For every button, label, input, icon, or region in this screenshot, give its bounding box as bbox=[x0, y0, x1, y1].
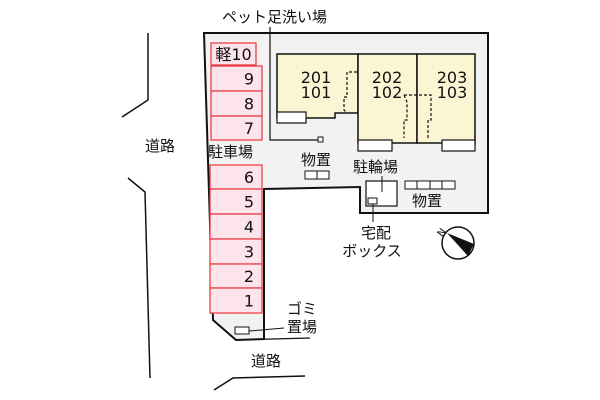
parking-space-number: 7 bbox=[244, 119, 254, 138]
stair-dashed bbox=[403, 94, 408, 138]
garbage-label: ゴミ bbox=[287, 300, 317, 318]
parking-space bbox=[209, 213, 263, 240]
pet-wash-label: ペット足洗い場 bbox=[222, 8, 327, 26]
parking-space-number: 4 bbox=[244, 218, 254, 237]
parking-space bbox=[209, 287, 263, 314]
parking-space-number: 2 bbox=[244, 267, 254, 286]
parking-label: 駐車場 bbox=[208, 143, 253, 161]
balcony bbox=[357, 139, 393, 152]
parking-space bbox=[209, 164, 263, 190]
road-edge-left-lower bbox=[127, 177, 151, 379]
parking-space-number: 6 bbox=[244, 168, 254, 187]
svg-text:101: 101 bbox=[301, 83, 332, 102]
svg-text:103: 103 bbox=[437, 83, 468, 102]
storage-center-label: 物置 bbox=[301, 151, 331, 169]
parking-area: 軽10 9 8 7 6 5 4 3 2 1 bbox=[209, 42, 263, 314]
parking-space bbox=[210, 65, 263, 92]
stair-dashed bbox=[404, 94, 432, 138]
svg-text:202: 202 bbox=[372, 68, 403, 87]
bicycle-parking-label: 駐輪場 bbox=[353, 158, 398, 176]
unit-label-203-103: 203 103 bbox=[437, 68, 468, 102]
pet-wash-station bbox=[317, 136, 324, 143]
delivery-box-label: 宅配 bbox=[361, 224, 391, 242]
stair-dashed bbox=[343, 71, 357, 114]
parking-space-number: 9 bbox=[244, 70, 254, 89]
parking-space bbox=[209, 238, 263, 265]
parking-space bbox=[209, 188, 263, 215]
pet-wash-leader bbox=[269, 27, 318, 141]
north-arrow-icon: N bbox=[436, 226, 475, 260]
parking-space bbox=[209, 263, 263, 289]
road-label-left: 道路 bbox=[145, 137, 175, 155]
parking-space-number: 5 bbox=[244, 193, 254, 212]
parking-space-number: 軽10 bbox=[215, 45, 251, 64]
unit-label-202-102: 202 102 bbox=[372, 68, 403, 102]
delivery-box bbox=[367, 197, 378, 205]
unit-label-201-101: 201 101 bbox=[301, 68, 332, 102]
parking-space bbox=[210, 90, 263, 117]
storage-right-label: 物置 bbox=[412, 192, 442, 210]
svg-text:201: 201 bbox=[301, 68, 332, 87]
svg-text:203: 203 bbox=[437, 68, 468, 87]
parking-space bbox=[210, 115, 263, 141]
parking-space-number: 1 bbox=[244, 292, 254, 311]
parking-space bbox=[210, 42, 257, 66]
road-edge-left-upper bbox=[121, 33, 149, 118]
parking-space-number: 8 bbox=[244, 95, 254, 114]
delivery-box-label-2: ボックス bbox=[342, 242, 402, 260]
leader-line bbox=[248, 327, 285, 332]
parking-space-number: 3 bbox=[244, 243, 254, 262]
garbage-label-2: 置場 bbox=[287, 318, 317, 336]
garbage-area bbox=[234, 326, 250, 335]
balcony bbox=[276, 111, 307, 124]
road-edge-bottom bbox=[213, 375, 306, 391]
balcony bbox=[441, 139, 476, 152]
svg-text:102: 102 bbox=[372, 83, 403, 102]
storage-right bbox=[404, 180, 456, 190]
road-label-bottom: 道路 bbox=[251, 352, 281, 370]
